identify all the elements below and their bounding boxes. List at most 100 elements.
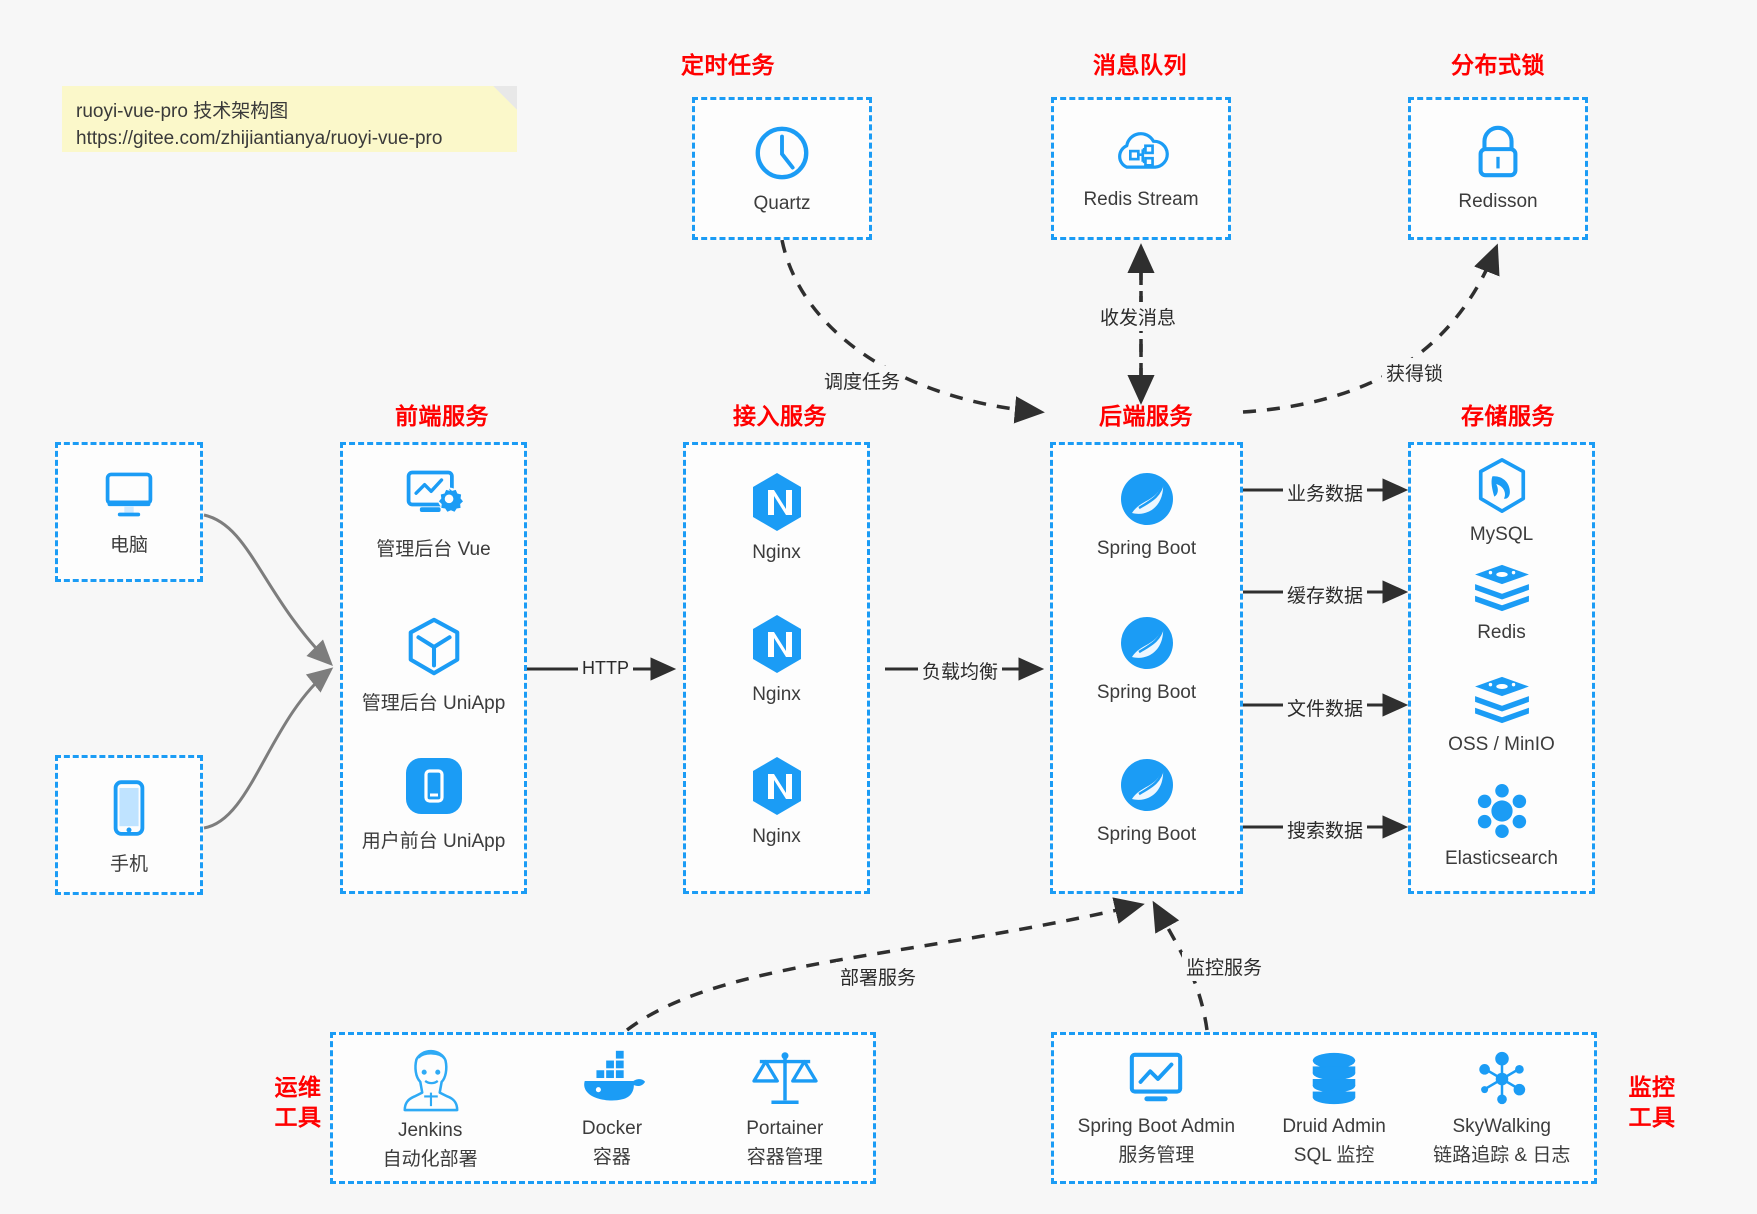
note-folded-corner bbox=[493, 86, 517, 110]
node-label: Spring Boot bbox=[1096, 682, 1197, 703]
node-desktop[interactable]: 电脑 bbox=[58, 467, 200, 557]
node-jenkins[interactable]: Jenkins 自动化部署 bbox=[383, 1046, 478, 1171]
node-elasticsearch[interactable]: Elasticsearch bbox=[1411, 783, 1592, 870]
group-box-lock: Redisson bbox=[1408, 97, 1588, 240]
node-redis-stream[interactable]: Redis Stream bbox=[1054, 124, 1228, 211]
node-skywalking[interactable]: SkyWalking 链路追踪 & 日志 bbox=[1433, 1050, 1570, 1167]
group-title-monitor: 监控 工具 bbox=[1612, 1072, 1692, 1132]
node-springboot-2[interactable]: Spring Boot bbox=[1053, 613, 1240, 704]
spring-leaf-icon bbox=[1117, 755, 1177, 815]
node-label: Elasticsearch bbox=[1445, 848, 1558, 869]
jenkins-butler-icon bbox=[395, 1046, 465, 1112]
node-user-uniapp[interactable]: 用户前台 UniApp bbox=[343, 755, 524, 853]
redis-stack-icon bbox=[1471, 675, 1533, 725]
edge-label-cache-data: 缓存数据 bbox=[1283, 580, 1368, 609]
node-label: Nginx bbox=[752, 542, 801, 563]
node-druid-admin[interactable]: Druid Admin SQL 监控 bbox=[1282, 1050, 1386, 1167]
group-title-backend: 后端服务 bbox=[1099, 403, 1193, 429]
node-label: Spring Boot bbox=[1096, 538, 1197, 559]
node-label: Spring Boot bbox=[1096, 824, 1197, 845]
node-label: 电脑 bbox=[109, 535, 148, 556]
node-label: Nginx bbox=[752, 826, 801, 847]
monitor-chart-icon bbox=[1125, 1050, 1187, 1108]
node-nginx-1[interactable]: Nginx bbox=[686, 471, 867, 564]
docker-whale-icon bbox=[577, 1048, 647, 1110]
node-sublabel: 自动化部署 bbox=[382, 1148, 478, 1170]
node-sublabel: 容器管理 bbox=[746, 1146, 823, 1168]
group-box-client-desktop: 电脑 bbox=[55, 442, 203, 582]
note-url: https://gitee.com/zhijiantianya/ruoyi-vu… bbox=[76, 128, 443, 149]
node-redis[interactable]: Redis bbox=[1411, 563, 1592, 644]
node-label: Portainer bbox=[746, 1117, 824, 1139]
edge-label-acquire-lock: 获得锁 bbox=[1382, 358, 1448, 387]
node-label: Quartz bbox=[753, 193, 811, 214]
group-title-lock: 分布式锁 bbox=[1451, 52, 1545, 78]
clock-icon bbox=[751, 122, 813, 184]
mobile-icon bbox=[107, 778, 151, 840]
edge-label-deploy-service: 部署服务 bbox=[836, 962, 921, 991]
node-sublabel: SQL 监控 bbox=[1293, 1144, 1375, 1166]
node-quartz[interactable]: Quartz bbox=[695, 122, 869, 215]
group-title-storage: 存储服务 bbox=[1461, 403, 1555, 429]
node-label: Nginx bbox=[752, 684, 801, 705]
node-sublabel: 链路追踪 & 日志 bbox=[1433, 1144, 1571, 1166]
node-label: Redis Stream bbox=[1083, 189, 1199, 210]
node-nginx-2[interactable]: Nginx bbox=[686, 613, 867, 706]
node-label: Redisson bbox=[1458, 191, 1538, 212]
mysql-dolphin-icon bbox=[1474, 457, 1530, 515]
node-label: Druid Admin bbox=[1282, 1115, 1386, 1137]
edge-label-schedule-task: 调度任务 bbox=[820, 366, 905, 395]
edge-label-search-data: 搜索数据 bbox=[1283, 815, 1368, 844]
edge-label-file-data: 文件数据 bbox=[1283, 693, 1368, 722]
spring-leaf-icon bbox=[1117, 469, 1177, 529]
group-box-backend: Spring Boot Spring Boot Spring Boot bbox=[1050, 442, 1243, 894]
group-title-monitor-line2: 工具 bbox=[1628, 1104, 1676, 1130]
node-spring-boot-admin[interactable]: Spring Boot Admin 服务管理 bbox=[1078, 1050, 1235, 1167]
edge-label-http: HTTP bbox=[578, 657, 633, 680]
monitor-gear-icon bbox=[402, 467, 466, 525]
node-springboot-1[interactable]: Spring Boot bbox=[1053, 469, 1240, 560]
node-admin-vue[interactable]: 管理后台 Vue bbox=[343, 467, 524, 561]
node-label: 管理后台 UniApp bbox=[361, 693, 506, 714]
node-admin-uniapp[interactable]: 管理后台 UniApp bbox=[343, 615, 524, 715]
node-label: Docker bbox=[581, 1117, 643, 1139]
group-box-client-mobile: 手机 bbox=[55, 755, 203, 895]
nginx-icon bbox=[749, 613, 805, 675]
group-box-storage: MySQL Redis bbox=[1408, 442, 1595, 894]
node-nginx-3[interactable]: Nginx bbox=[686, 755, 867, 848]
node-springboot-3[interactable]: Spring Boot bbox=[1053, 755, 1240, 846]
group-title-gateway: 接入服务 bbox=[733, 403, 827, 429]
desktop-icon bbox=[100, 467, 158, 521]
diagram-note: ruoyi-vue-pro 技术架构图 https://gitee.com/zh… bbox=[62, 86, 517, 152]
node-label: Redis bbox=[1477, 622, 1526, 643]
group-title-devops-line1: 运维 bbox=[274, 1074, 322, 1100]
node-mysql[interactable]: MySQL bbox=[1411, 457, 1592, 546]
node-redisson[interactable]: Redisson bbox=[1411, 122, 1585, 213]
edge-label-load-balance: 负载均衡 bbox=[918, 656, 1003, 685]
phone-rounded-icon bbox=[403, 755, 465, 817]
node-sublabel: 容器 bbox=[592, 1146, 631, 1168]
group-box-devops: Jenkins 自动化部署 Docker 容器 bbox=[330, 1032, 876, 1184]
node-label: 管理后台 Vue bbox=[376, 539, 491, 560]
node-portainer[interactable]: Portainer 容器管理 bbox=[746, 1048, 823, 1169]
elasticsearch-icon bbox=[1473, 783, 1531, 839]
node-label: Spring Boot Admin bbox=[1077, 1115, 1236, 1137]
scales-icon bbox=[752, 1048, 818, 1110]
padlock-icon bbox=[1469, 122, 1527, 182]
group-box-mq: Redis Stream bbox=[1051, 97, 1231, 240]
node-label: Jenkins bbox=[397, 1119, 463, 1141]
group-box-scheduler: Quartz bbox=[692, 97, 872, 240]
group-title-devops-line2: 工具 bbox=[274, 1104, 322, 1130]
group-box-frontend: 管理后台 Vue 管理后台 UniApp 用户前台 UniApp bbox=[340, 442, 527, 894]
database-icon bbox=[1305, 1050, 1363, 1108]
note-title: ruoyi-vue-pro 技术架构图 bbox=[76, 101, 289, 122]
nginx-icon bbox=[749, 471, 805, 533]
node-docker[interactable]: Docker 容器 bbox=[577, 1048, 647, 1169]
node-oss-minio[interactable]: OSS / MinIO bbox=[1411, 675, 1592, 756]
group-box-monitor: Spring Boot Admin 服务管理 Druid Admin SQL 监… bbox=[1051, 1032, 1597, 1184]
edge-label-send-receive-message: 收发消息 bbox=[1096, 302, 1181, 331]
edge-label-business-data: 业务数据 bbox=[1283, 478, 1368, 507]
group-title-devops: 运维 工具 bbox=[258, 1072, 338, 1132]
node-mobile[interactable]: 手机 bbox=[58, 778, 200, 876]
